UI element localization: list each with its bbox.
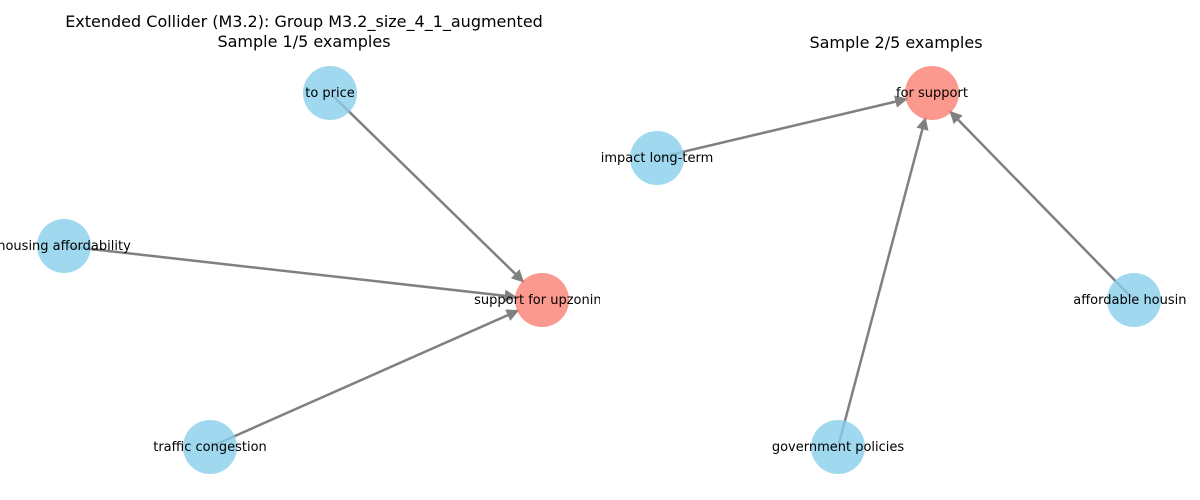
node-cause-2 [37,219,91,273]
node-cause-4 [183,420,237,474]
node-cause-2 [630,131,684,185]
node-cause-4 [811,420,865,474]
node-effect-3 [515,273,569,327]
edge-p1n1-to-p1n2 [67,245,518,303]
node-label: impact long-term [601,151,714,166]
node-label: for support [896,86,968,101]
panel-2-title: Sample 2/5 examples [809,33,982,53]
panel-1-title-line1: Extended Collider (M3.2): Group M3.2_siz… [65,12,543,31]
edge-p2n1-to-p2n0 [660,95,908,159]
edge-p2n3-to-p2n0 [837,116,929,444]
node-label: affordable housing [1073,293,1195,308]
node-effect-1 [905,66,959,120]
panel-1-title-line2: Sample 1/5 examples [217,32,391,51]
node-label: support for upzoning [474,293,610,308]
node-label: housing affordability [0,239,131,254]
node-label: to price [305,86,355,101]
node-cause-3 [1107,273,1161,327]
panel-2-graph: for support impact long-term affordable ho… [601,66,1195,474]
node-label: traffic congestion [153,440,267,455]
node-cause-1 [303,66,357,120]
node-label: government policies [772,440,905,455]
panel-1-title: Extended Collider (M3.2): Group M3.2_siz… [65,12,543,52]
edge-p1n0-to-p1n2 [331,94,525,284]
panel-2-title-line1: Sample 2/5 examples [809,33,983,52]
edge-p1n3-to-p1n2 [213,308,520,447]
edge-p2n2-to-p2n0 [948,110,1133,299]
panel-1-graph: to price housing affordability support for… [0,66,610,474]
